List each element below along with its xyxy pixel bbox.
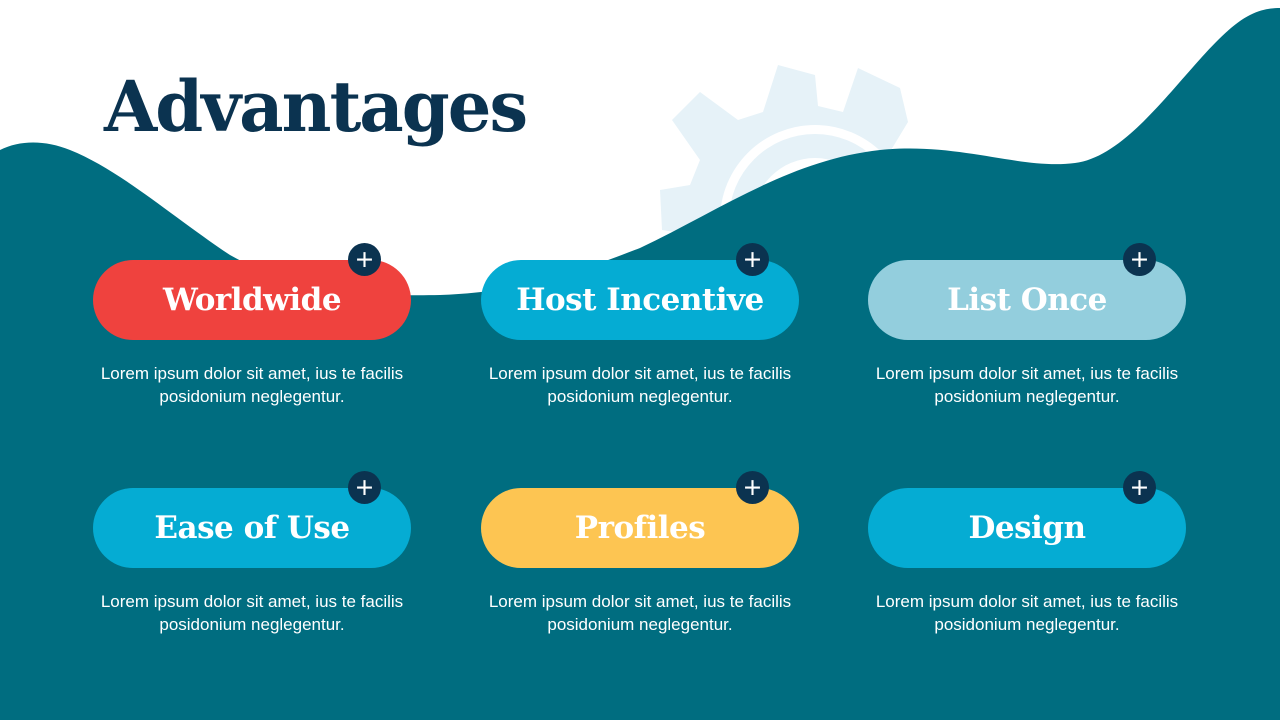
plus-icon[interactable] [1123, 243, 1156, 276]
advantage-card-worldwide: Worldwide Lorem ipsum dolor sit amet, iu… [93, 243, 413, 408]
card-description: Lorem ipsum dolor sit amet, ius te facil… [100, 364, 404, 406]
page-title: Advantages [104, 65, 528, 148]
card-title: Ease of Use [154, 510, 350, 546]
card-title: Design [968, 510, 1086, 546]
card-description: Lorem ipsum dolor sit amet, ius te facil… [875, 592, 1179, 634]
card-description: Lorem ipsum dolor sit amet, ius te facil… [875, 364, 1179, 406]
advantage-card-profiles: Profiles Lorem ipsum dolor sit amet, ius… [481, 471, 801, 636]
plus-icon[interactable] [736, 243, 769, 276]
plus-icon[interactable] [348, 471, 381, 504]
plus-icon[interactable] [736, 471, 769, 504]
ease-of-use-pill[interactable]: Ease of Use [93, 471, 411, 568]
card-title: List Once [947, 282, 1107, 318]
list-once-pill[interactable]: List Once [868, 243, 1186, 340]
plus-icon[interactable] [348, 243, 381, 276]
card-description: Lorem ipsum dolor sit amet, ius te facil… [488, 364, 792, 406]
profiles-pill[interactable]: Profiles [481, 471, 799, 568]
advantage-card-ease-of-use: Ease of Use Lorem ipsum dolor sit amet, … [93, 471, 413, 636]
card-title: Worldwide [162, 282, 342, 318]
worldwide-pill[interactable]: Worldwide [93, 243, 411, 340]
advantage-card-design: Design Lorem ipsum dolor sit amet, ius t… [868, 471, 1188, 636]
card-description: Lorem ipsum dolor sit amet, ius te facil… [488, 592, 792, 634]
design-pill[interactable]: Design [868, 471, 1186, 568]
plus-icon[interactable] [1123, 471, 1156, 504]
card-description: Lorem ipsum dolor sit amet, ius te facil… [100, 592, 404, 634]
advantage-card-list-once: List Once Lorem ipsum dolor sit amet, iu… [868, 243, 1188, 408]
host-incentive-pill[interactable]: Host Incentive [481, 243, 799, 340]
card-title: Profiles [574, 510, 706, 546]
card-title: Host Incentive [516, 282, 764, 318]
advantage-card-host-incentive: Host Incentive Lorem ipsum dolor sit ame… [481, 243, 801, 408]
